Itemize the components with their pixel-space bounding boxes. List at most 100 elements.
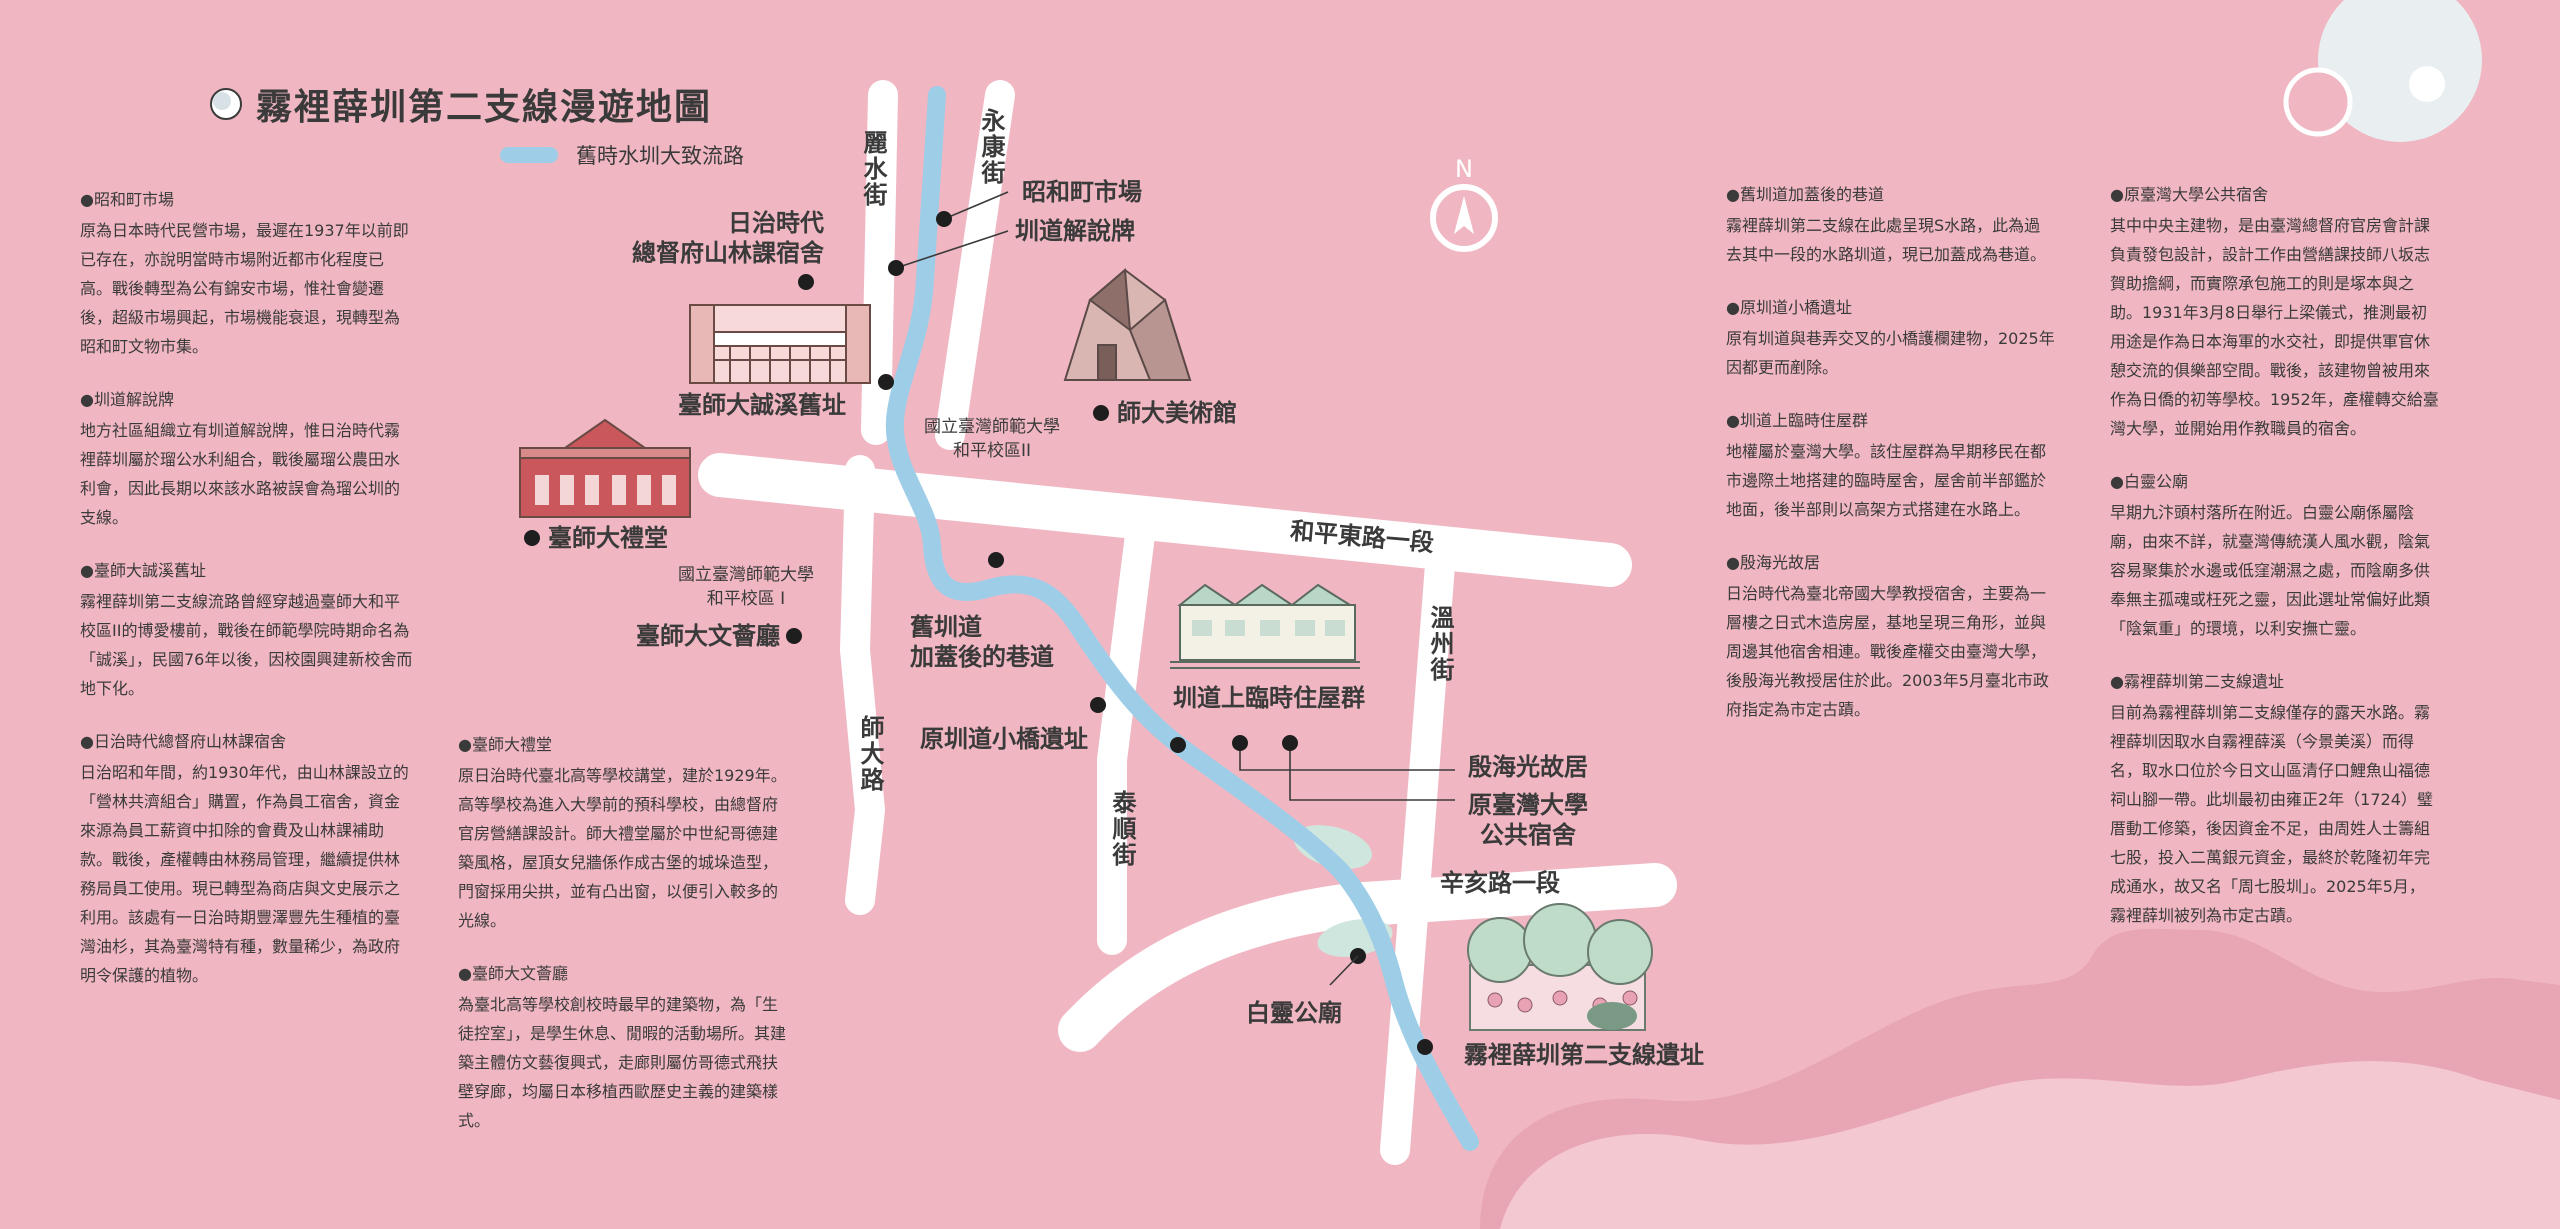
entry-body: 地方社區組織立有圳道解說牌，惟日治時代霧裡薛圳屬於瑠公水利組合，戰後屬瑠公農田水… [80, 421, 401, 527]
map-legend: 舊時水圳大致流路 [500, 140, 744, 170]
entry-heading: ●原圳道小橋遺址 [1726, 298, 1852, 317]
marker-bridge-site [1090, 697, 1106, 713]
map-title-block: 霧裡薛圳第二支線漫遊地圖 [208, 78, 712, 130]
text-column-right-2: ●原臺灣大學公共宿舍 其中中央主建物，是由臺灣總督府官房會計課負責發包設計，設計… [2110, 180, 2440, 954]
map-title: 霧裡薛圳第二支線漫遊地圖 [256, 87, 713, 128]
label-canal-sign: 圳道解說牌 [1015, 217, 1135, 245]
label-canal-site: 霧裡薛圳第二支線遺址 [1464, 1041, 1704, 1069]
label-campus2: 國立臺灣師範大學 和平校區II [924, 417, 1060, 461]
canal-legend-swatch [500, 147, 558, 163]
entry-covered-alley: ●舊圳道加蓋後的巷道 霧裡薛圳第二支線在此處呈現S水路，此為過去其中一段的水路圳… [1726, 180, 2056, 269]
entry-body: 原為日本時代民營市場，最遲在1937年以前即已存在，亦說明當時市場附近都市化程度… [80, 221, 409, 356]
road-label-wenzhou: 溫州街 [1426, 605, 1454, 683]
entry-chengxi: ●臺師大誠溪舊址 霧裡薛圳第二支線流路曾經穿越過臺師大和平校區II的博愛樓前，戰… [80, 556, 415, 703]
leader-lines [895, 191, 1455, 801]
entry-body: 原日治時代臺北高等學校講堂，建於1929年。高等學校為進入大學前的預科學校，由總… [458, 766, 787, 930]
entry-heading: ●圳道上臨時住屋群 [1726, 411, 1868, 430]
entry-forestry-dorm: ●日治時代總督府山林課宿舍 日治昭和年間，約1930年代，由山林課設立的「營林共… [80, 727, 415, 990]
label-showa-market: 昭和町市場 [1022, 178, 1142, 206]
entry-heading: ●日治時代總督府山林課宿舍 [80, 732, 286, 751]
marker-canal-site [1417, 1039, 1433, 1055]
entry-heading: ●圳道解說牌 [80, 390, 174, 409]
canal-site-illustration [1467, 903, 1653, 1031]
entry-heading: ●昭和町市場 [80, 190, 174, 209]
compass: N [1428, 156, 1500, 266]
entry-body: 早期九汴頭村落所在附近。白靈公廟係屬陰廟，由來不詳，就臺灣傳統漢人風水觀，陰氣容… [2110, 503, 2431, 638]
label-auditorium: 臺師大禮堂 [548, 524, 668, 552]
legend-label: 舊時水圳大致流路 [576, 144, 744, 168]
label-chengxi-site: 臺師大誠溪舊址 [678, 391, 846, 419]
entry-body: 地權屬於臺灣大學。該住屋群為早期移民在都市邊際土地搭建的臨時屋舍，屋舍前半部鑑於… [1726, 442, 2047, 519]
marker-covered-alley [988, 552, 1004, 568]
entry-body: 為臺北高等學校創校時最早的建築物，為「生徒控室」，是學生休息、閒暇的活動場所。其… [458, 995, 787, 1130]
label-yin-haiguang: 殷海光故居 [1468, 753, 1588, 781]
marker-ntu-dorm [1282, 735, 1298, 751]
entry-heading: ●白靈公廟 [2110, 472, 2188, 491]
text-column-left: ●昭和町市場 原為日本時代民營市場，最遲在1937年以前即已存在，亦說明當時市場… [80, 185, 415, 1014]
compass-north-label: N [1455, 155, 1473, 183]
entry-body: 其中中央主建物，是由臺灣總督府官房會計課負責發包設計，設計工作由營繕課技師八坂志… [2110, 216, 2439, 438]
road-lishui [861, 80, 898, 445]
entry-heading: ●臺師大禮堂 [458, 735, 552, 754]
entry-temp-houses: ●圳道上臨時住屋群 地權屬於臺灣大學。該住屋群為早期移民在都市邊際土地搭建的臨時… [1726, 406, 2056, 524]
label-bridge-site: 原圳道小橋遺址 [920, 725, 1088, 753]
text-column-middle: ●臺師大禮堂 原日治時代臺北高等學校講堂，建於1929年。高等學校為進入大學前的… [458, 730, 788, 1159]
entry-heading: ●原臺灣大學公共宿舍 [2110, 185, 2268, 204]
road-xinhai [1058, 863, 1677, 1052]
entry-body: 目前為霧裡薛圳第二支線僅存的露天水路。霧裡薛圳因取水自霧裡薛溪（今景美溪）而得名… [2110, 703, 2433, 925]
marker-auditorium [524, 530, 540, 546]
label-campus1: 國立臺灣師範大學 和平校區 I [678, 565, 814, 609]
entry-auditorium: ●臺師大禮堂 原日治時代臺北高等學校講堂，建於1929年。高等學校為進入大學前的… [458, 730, 788, 935]
auditorium-illustration [519, 418, 691, 518]
entry-heading: ●殷海光故居 [1726, 553, 1820, 572]
entry-body: 原有圳道與巷弄交叉的小橋護欄建物，2025年因都更而剷除。 [1726, 329, 2055, 377]
road-label-taishun: 泰順街 [1108, 790, 1136, 868]
entry-heading: ●臺師大文薈廳 [458, 964, 568, 983]
entry-body: 霧裡薛圳第二支線流路曾經穿越過臺師大和平校區II的博愛樓前，戰後在師範學院時期命… [80, 592, 413, 698]
entry-canal-sign: ●圳道解說牌 地方社區組織立有圳道解說牌，惟日治時代霧裡薛圳屬於瑠公水利組合，戰… [80, 385, 415, 532]
moon-dot [2409, 66, 2445, 102]
label-wencui-hall: 臺師大文薈廳 [636, 622, 780, 650]
chengxi-gate-illustration [689, 304, 871, 384]
entry-ntu-dorm: ●原臺灣大學公共宿舍 其中中央主建物，是由臺灣總督府官房會計課負責發包設計，設計… [2110, 180, 2440, 443]
road-shida [840, 455, 885, 915]
marker-art-museum [1093, 405, 1109, 421]
entry-yin-haiguang: ●殷海光故居 日治時代為臺北帝國大學教授宿舍，主要為一層樓之日式木造房屋，基地呈… [1726, 548, 2056, 724]
label-covered-alley: 舊圳道 加蓋後的巷道 [910, 613, 1054, 671]
entry-body: 霧裡薛圳第二支線在此處呈現S水路，此為過去其中一段的水路圳道，現已加蓋成為巷道。 [1726, 216, 2047, 264]
road-label-yongkang: 永康街 [977, 108, 1005, 186]
bottom-blob-light [1500, 1061, 2560, 1229]
roads [698, 80, 1677, 1165]
entry-wencui: ●臺師大文薈廳 為臺北高等學校創校時最早的建築物，為「生徒控室」，是學生休息、閒… [458, 959, 788, 1135]
marker-canal-sign [888, 260, 904, 276]
label-forestry-dorm: 日治時代 總督府山林課宿舍 [632, 209, 824, 267]
road-label-shida: 師大路 [856, 715, 884, 793]
entry-heading: ●舊圳道加蓋後的巷道 [1726, 185, 1884, 204]
label-ntu-dorm: 原臺灣大學 公共宿舍 [1468, 791, 1588, 849]
entry-bailing: ●白靈公廟 早期九汴頭村落所在附近。白靈公廟係屬陰廟，由來不詳，就臺灣傳統漢人風… [2110, 467, 2440, 643]
moon-icon [210, 88, 242, 120]
entry-heading: ●霧裡薛圳第二支線遺址 [2110, 672, 2284, 691]
entry-heading: ●臺師大誠溪舊址 [80, 561, 206, 580]
road-yongkang [935, 80, 1015, 450]
label-art-museum: 師大美術館 [1117, 399, 1237, 427]
label-bailing-temple: 白靈公廟 [1246, 999, 1342, 1027]
marker-temp-houses [1170, 737, 1186, 753]
entry-bridge-site: ●原圳道小橋遺址 原有圳道與巷弄交叉的小橋護欄建物，2025年因都更而剷除。 [1726, 293, 2056, 382]
marker-yin-haiguang [1232, 735, 1248, 751]
entry-body: 日治昭和年間，約1930年代，由山林課設立的「營林共濟組合」購置，作為員工宿舍，… [80, 763, 409, 985]
map-markers [524, 211, 1433, 1055]
moon-large [2318, 0, 2482, 142]
entry-canal-site: ●霧裡薛圳第二支線遺址 目前為霧裡薛圳第二支線僅存的露天水路。霧裡薛圳因取水自霧… [2110, 667, 2440, 930]
moon-small [2283, 67, 2353, 137]
marker-showa-market [936, 211, 952, 227]
art-museum-illustration [1063, 267, 1192, 381]
marker-chengxi [878, 374, 894, 390]
entry-showa-market: ●昭和町市場 原為日本時代民營市場，最遲在1937年以前即已存在，亦說明當時市場… [80, 185, 415, 361]
road-label-lishui: 麗水街 [859, 130, 887, 208]
marker-wencui [786, 628, 802, 644]
compass-arrow-icon [1430, 184, 1498, 252]
